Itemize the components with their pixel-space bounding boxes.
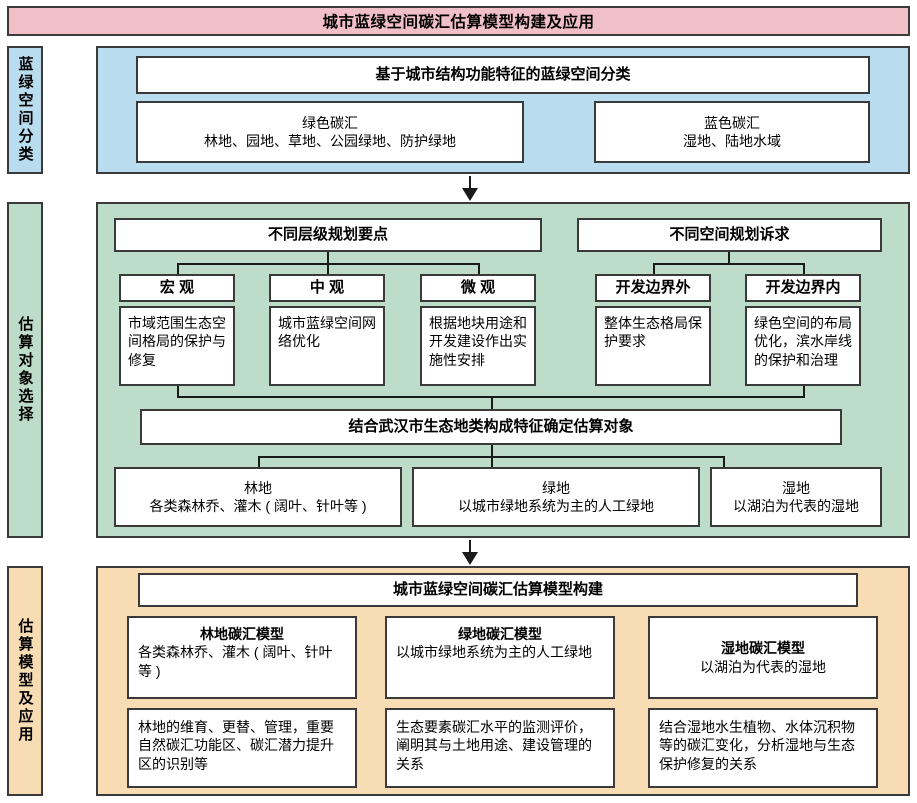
- stage-label-model-application: 估算模型及应用: [7, 566, 43, 796]
- level-desc-inside-boundary: 绿色空间的布局优化，滨水岸线的保护和治理: [745, 306, 861, 386]
- object-wetland-title: 湿地: [782, 479, 810, 496]
- stage-label-object-selection: 估算对象选择: [7, 202, 43, 538]
- arrow-head-classification-to-objects: [462, 188, 478, 201]
- card-green-carbon-sink: 绿色碳汇 林地、园地、草地、公园绿地、防护绿地: [136, 101, 524, 163]
- model-card-wetland-title: 湿地碳汇模型: [721, 640, 805, 657]
- band3-header: 城市蓝绿空间碳汇估算模型构建: [138, 573, 858, 607]
- model-card-forest-desc: 各类森林乔、灌木 ( 阔叶、针叶等 ): [138, 644, 333, 679]
- object-forest-desc: 各类森林乔、灌木 ( 阔叶、针叶等 ): [149, 498, 367, 514]
- band1-header: 基于城市结构功能特征的蓝绿空间分类: [136, 56, 870, 94]
- card-blue-carbon-sink-title: 蓝色碳汇: [704, 114, 760, 131]
- object-greenland: 绿地 以城市绿地系统为主的人工绿地: [412, 467, 700, 527]
- synthesis-box: 结合武汉市生态地类构成特征确定估算对象: [140, 409, 842, 445]
- group-header-spatial-demands: 不同空间规划诉求: [577, 218, 882, 252]
- object-greenland-title: 绿地: [542, 479, 570, 496]
- connector-merge-up-macro: [177, 386, 179, 398]
- level-title-meso: 中 观: [269, 274, 385, 302]
- arrow-head-objects-to-models: [462, 552, 478, 565]
- connector-objects-drop-forest: [258, 456, 260, 467]
- connector-levels-drop-micro: [478, 263, 480, 274]
- connector-demands-stem: [728, 252, 730, 264]
- card-blue-carbon-sink-desc: 湿地、陆地水域: [683, 133, 781, 149]
- object-wetland-desc: 以湖泊为代表的湿地: [733, 498, 859, 514]
- application-card-greenland: 生态要素碳汇水平的监测评价，阐明其与土地用途、建设管理的关系: [385, 708, 615, 788]
- group-header-planning-levels: 不同层级规划要点: [114, 218, 542, 252]
- level-desc-macro: 市域范围生态空间格局的保护与修复: [119, 306, 235, 386]
- level-desc-meso: 城市蓝绿空间网络优化: [269, 306, 385, 386]
- model-card-wetland: 湿地碳汇模型 以湖泊为代表的湿地: [648, 616, 878, 699]
- card-green-carbon-sink-desc: 林地、园地、草地、公园绿地、防护绿地: [204, 133, 456, 149]
- object-forest-title: 林地: [244, 479, 272, 496]
- level-title-outside-boundary: 开发边界外: [595, 274, 711, 302]
- arrow-stem-classification-to-objects: [469, 176, 471, 194]
- object-wetland: 湿地 以湖泊为代表的湿地: [710, 467, 882, 527]
- level-title-inside-boundary: 开发边界内: [745, 274, 861, 302]
- model-card-forest-title: 林地碳汇模型: [200, 626, 284, 642]
- model-card-forest: 林地碳汇模型 各类森林乔、灌木 ( 阔叶、针叶等 ): [127, 616, 357, 699]
- stage-label-classification: 蓝绿空间分类: [7, 46, 43, 174]
- connector-objects-drop-wetland: [723, 456, 725, 467]
- connector-demands-bus: [653, 263, 805, 265]
- connector-levels-drop-meso: [327, 263, 329, 274]
- level-desc-outside-boundary: 整体生态格局保护要求: [595, 306, 711, 386]
- arrow-stem-objects-to-models: [469, 540, 471, 558]
- connector-levels-drop-macro: [177, 263, 179, 274]
- connector-demands-drop-inside: [803, 263, 805, 274]
- connector-merge-up-inside: [803, 386, 805, 398]
- model-card-greenland-title: 绿地碳汇模型: [458, 626, 542, 642]
- object-forest: 林地 各类森林乔、灌木 ( 阔叶、针叶等 ): [114, 467, 402, 527]
- card-blue-carbon-sink: 蓝色碳汇 湿地、陆地水域: [594, 101, 870, 163]
- diagram-title: 城市蓝绿空间碳汇估算模型构建及应用: [7, 6, 910, 36]
- connector-objects-stem: [491, 445, 493, 457]
- object-greenland-desc: 以城市绿地系统为主的人工绿地: [458, 498, 654, 514]
- model-card-greenland: 绿地碳汇模型 以城市绿地系统为主的人工绿地: [385, 616, 615, 699]
- connector-demands-drop-outside: [653, 263, 655, 274]
- model-card-greenland-desc: 以城市绿地系统为主的人工绿地: [396, 644, 592, 661]
- application-card-forest: 林地的维育、更替、管理，重要自然碳汇功能区、碳汇潜力提升区的识别等: [127, 708, 357, 788]
- connector-levels-stem: [327, 252, 329, 264]
- connector-merge-stem-to-synthesis: [491, 396, 493, 410]
- level-title-micro: 微 观: [420, 274, 536, 302]
- level-desc-micro: 根据地块用途和开发建设作出实施性安排: [420, 306, 536, 386]
- connector-objects-drop-green: [491, 456, 493, 467]
- application-card-wetland: 结合湿地水生植物、水体沉积物等的碳汇变化，分析湿地与生态保护修复的关系: [648, 708, 878, 788]
- card-green-carbon-sink-title: 绿色碳汇: [302, 114, 358, 131]
- level-title-macro: 宏 观: [119, 274, 235, 302]
- model-card-wetland-desc: 以湖泊为代表的湿地: [700, 658, 826, 675]
